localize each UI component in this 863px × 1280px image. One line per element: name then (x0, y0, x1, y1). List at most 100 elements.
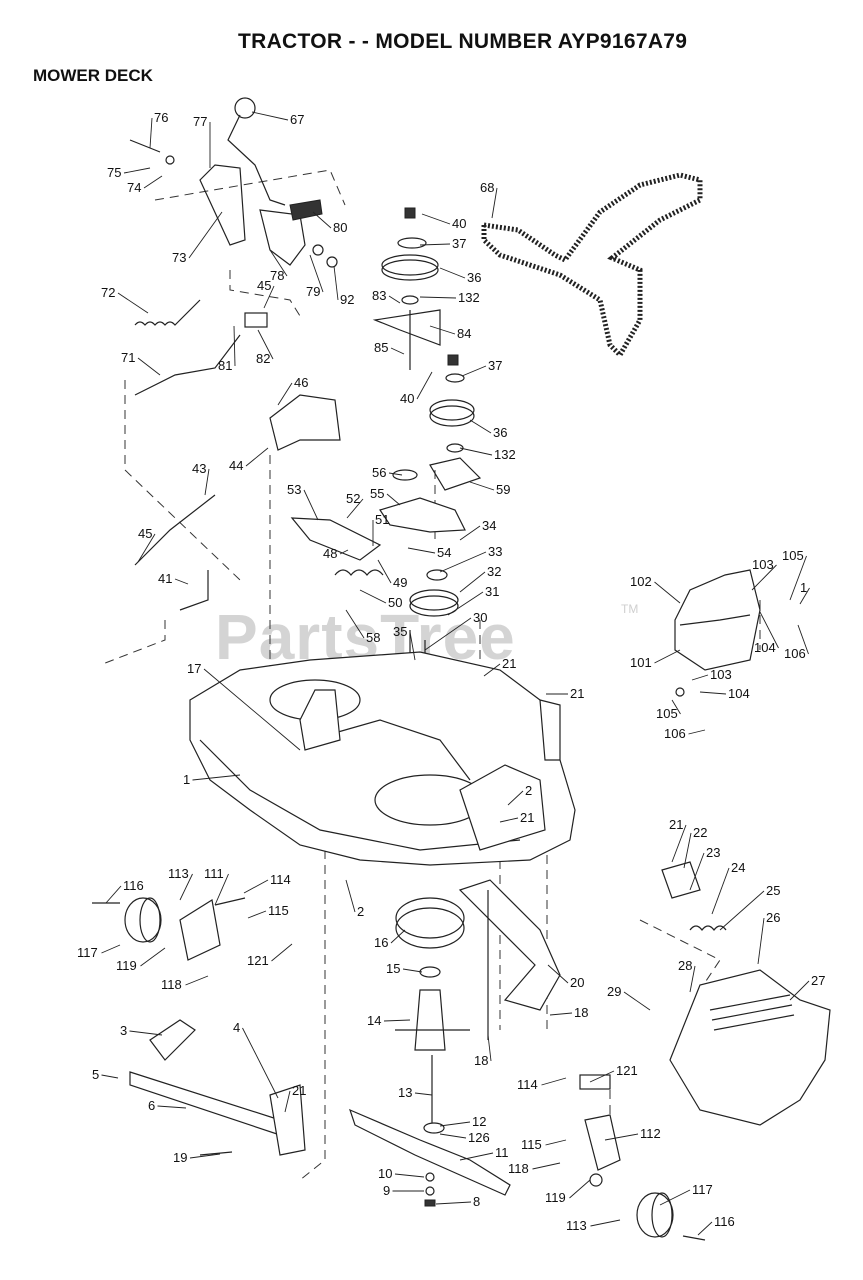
callout-number: 33 (488, 544, 502, 559)
callout-number: 35 (393, 624, 407, 639)
callout-leader-line (799, 587, 810, 605)
callout-number: 21 (570, 686, 584, 701)
callout-leader-line (214, 873, 229, 906)
callout-leader-line (483, 663, 501, 677)
callout-number: 31 (485, 584, 499, 599)
callout-37: 37 (419, 236, 466, 251)
callout-number: 71 (121, 350, 135, 365)
callout-leader-line (312, 211, 332, 229)
callout-number: 41 (158, 571, 172, 586)
callout-number: 28 (678, 958, 692, 973)
stabilizer-bracket (458, 879, 561, 1040)
callout-50: 50 (359, 589, 402, 610)
callout-number: 53 (287, 482, 301, 497)
callout-68: 68 (480, 180, 498, 219)
callout-leader-line (245, 447, 269, 467)
callout-leader-line (390, 347, 405, 355)
callout-53: 53 (287, 482, 319, 521)
callout-116: 116 (697, 1214, 735, 1236)
callout-number: 40 (452, 216, 466, 231)
callout-number: 117 (77, 945, 98, 960)
callout-33: 33 (439, 544, 502, 573)
callout-leader-line (192, 774, 241, 781)
callout-number: 80 (333, 220, 347, 235)
callout-leader-line (541, 1077, 567, 1086)
callout-74: 74 (127, 175, 163, 195)
callout-2: 2 (507, 783, 532, 806)
callout-79: 79 (306, 254, 324, 299)
callout-number: 92 (340, 292, 354, 307)
callout-leader-line (407, 547, 436, 554)
callout-leader-line (117, 292, 149, 314)
callout-number: 20 (570, 975, 584, 990)
callout-leader-line (459, 525, 481, 541)
callout-number: 117 (692, 1182, 713, 1197)
callout-leader-line (137, 357, 161, 376)
callout-leader-line (439, 1133, 467, 1139)
callout-leader-line (203, 668, 301, 751)
callout-113: 113 (566, 1218, 621, 1233)
callout-23: 23 (689, 845, 720, 891)
callout-number: 49 (393, 575, 407, 590)
callout-leader-line (447, 591, 484, 616)
callout-leader-line (251, 111, 289, 121)
callout-number: 26 (766, 910, 780, 925)
callout-number: 111 (204, 866, 224, 881)
callout-leader-line (439, 551, 487, 573)
callout-117: 117 (659, 1182, 713, 1206)
callout-113: 113 (168, 866, 193, 901)
callout-35: 35 (393, 624, 416, 661)
callout-21: 21 (499, 810, 534, 825)
callout-leader-line (459, 1152, 494, 1161)
callout-number: 52 (346, 491, 360, 506)
callout-number: 55 (370, 486, 384, 501)
callout-leader-line (377, 559, 392, 584)
callout-number: 10 (378, 1166, 392, 1181)
callout-106: 106 (784, 624, 809, 661)
callout-leader-line (143, 175, 163, 189)
callout-number: 23 (706, 845, 720, 860)
callout-number: 118 (508, 1161, 529, 1176)
callout-4: 4 (233, 1020, 279, 1099)
callout-leader-line (414, 1092, 433, 1096)
callout-leader-line (409, 631, 416, 661)
belt-guard-and-idler-arm (269, 394, 466, 576)
callout-leader-line (590, 1219, 621, 1227)
callout-leader-line (439, 1121, 471, 1127)
callout-leader-line (789, 555, 807, 601)
callout-52: 52 (346, 491, 364, 519)
callout-leader-line (188, 211, 223, 259)
callout-72: 72 (101, 285, 149, 314)
callout-132: 132 (459, 447, 516, 462)
spring-and-rod-parts (134, 299, 268, 611)
callout-number: 46 (294, 375, 308, 390)
callout-leader-line (247, 910, 267, 919)
callout-71: 71 (121, 350, 161, 376)
callout-leader-line (303, 489, 319, 521)
spindle-and-blade (349, 897, 511, 1207)
callout-leader-line (689, 852, 705, 891)
callout-leader-line (623, 991, 651, 1011)
callout-leader-line (419, 296, 457, 299)
callout-leader-line (101, 1074, 119, 1079)
callout-number: 58 (366, 630, 380, 645)
callout-1: 1 (799, 580, 810, 605)
callout-leader-line (759, 611, 779, 649)
callout-number: 14 (367, 1013, 381, 1028)
callout-41: 41 (158, 571, 189, 586)
callout-leader-line (105, 885, 122, 904)
callout-number: 40 (400, 391, 414, 406)
callout-20: 20 (547, 964, 584, 990)
callout-number: 43 (192, 461, 206, 476)
callout-43: 43 (192, 461, 210, 496)
callout-84: 84 (429, 325, 471, 341)
callout-leader-line (269, 249, 288, 277)
callout-number: 119 (545, 1190, 566, 1205)
callout-number: 59 (496, 482, 510, 497)
callout-12: 12 (439, 1114, 486, 1129)
callout-15: 15 (386, 961, 423, 976)
callout-59: 59 (469, 481, 510, 497)
callout-leader-line (654, 649, 681, 664)
